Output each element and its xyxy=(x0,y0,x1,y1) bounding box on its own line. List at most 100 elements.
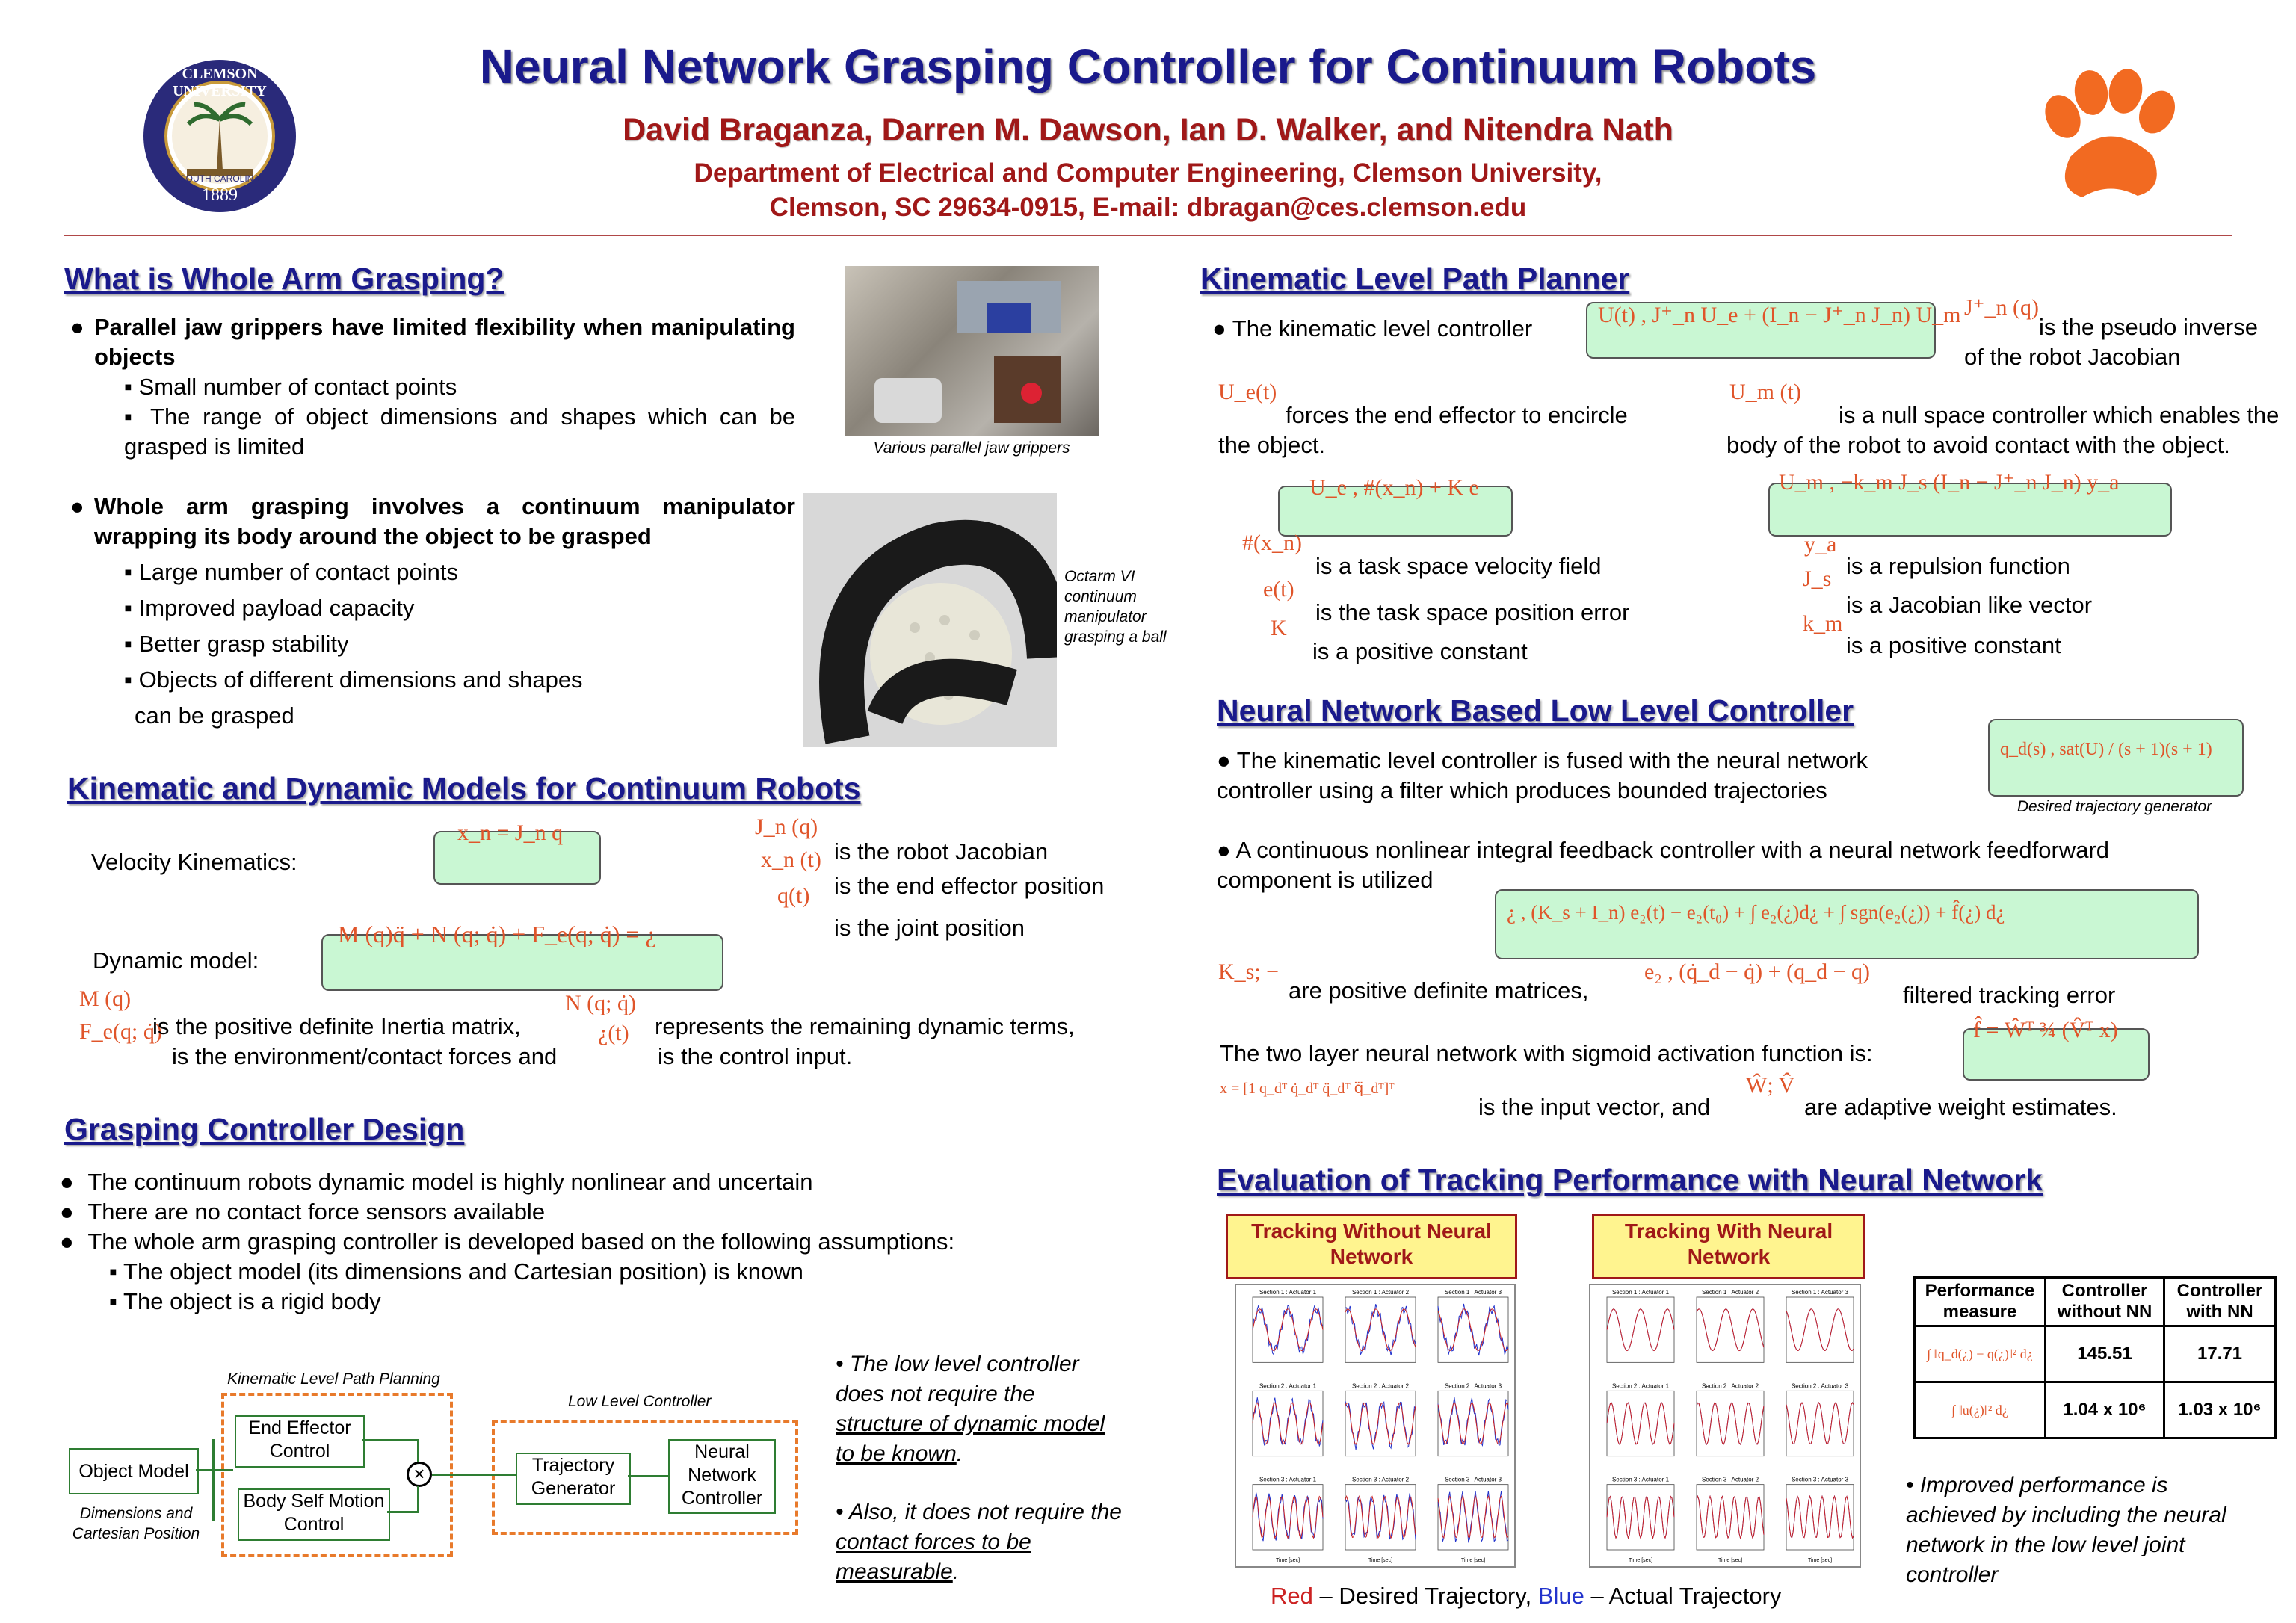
nn-integral-text: ● A continuous nonlinear integral feedba… xyxy=(1217,837,2109,893)
plot-axes xyxy=(1345,1484,1416,1551)
grasping-note-1: • The low level controller does not requ… xyxy=(836,1352,1105,1466)
x-desc: is the input vector, and xyxy=(1478,1094,1711,1120)
desired-trajectory-line xyxy=(1437,1494,1509,1539)
plot-xlabel: Time [sec] xyxy=(1368,1558,1392,1563)
plot-title: Section 3 : Actuator 2 xyxy=(1702,1477,1759,1483)
desired-trajectory-line xyxy=(1696,1402,1765,1445)
plot-title: Section 2 : Actuator 3 xyxy=(1792,1382,1849,1389)
gripper-caption: Various parallel jaw grippers xyxy=(873,439,1070,457)
end-effector-box: End Effector Control xyxy=(235,1415,365,1468)
authors: David Braganza, Darren M. Dawson, Ian D.… xyxy=(623,112,1673,148)
actual-trajectory-line xyxy=(1437,1303,1509,1356)
plot-title: Section 2 : Actuator 2 xyxy=(1702,1382,1759,1389)
bullet-stability: Better grasp stability xyxy=(138,631,349,657)
grasping-note-2: • Also, it does not require the contact … xyxy=(836,1500,1122,1584)
filter-caption: Desired trajectory generator xyxy=(2016,798,2212,815)
km-desc: is a positive constant xyxy=(1846,632,2061,658)
plot-title: Section 2 : Actuator 2 xyxy=(1352,1382,1410,1389)
plot-axes xyxy=(1345,1390,1416,1457)
sym-k: K xyxy=(1271,616,1287,640)
bullet-large-contact: Large number of contact points xyxy=(138,559,458,585)
sym-jn-plus: J⁺_n (q) xyxy=(1964,295,2039,320)
sym-mq: M (q) xyxy=(79,986,132,1011)
plot-axes xyxy=(1345,1296,1416,1363)
section-title-grasping: Grasping Controller Design xyxy=(64,1112,465,1146)
sym-ue: U_e(t) xyxy=(1218,380,1277,404)
plot-axes xyxy=(1786,1484,1854,1551)
bullet-no-sensors: There are no contact force sensors avail… xyxy=(87,1199,546,1225)
xn-desc: is the end effector position xyxy=(834,873,1105,899)
bullet-nonlinear: The continuum robots dynamic model is hi… xyxy=(87,1169,813,1195)
js-desc: is a Jacobian like vector xyxy=(1846,592,2093,618)
section-title-models: Kinematic and Dynamic Models for Continu… xyxy=(67,771,861,806)
plot-title: Section 3 : Actuator 2 xyxy=(1352,1477,1410,1483)
sum-junction-icon: × xyxy=(407,1462,432,1487)
plot-title: Section 1 : Actuator 2 xyxy=(1702,1289,1759,1296)
plot-axes xyxy=(1606,1484,1675,1551)
eq-filter-box xyxy=(1988,719,2244,797)
eq-nn: f̂ = Ŵᵀ ¾ (V̂ᵀ x) xyxy=(1973,1018,2118,1042)
plot-title: Section 1 : Actuator 1 xyxy=(1259,1289,1317,1296)
seal-year: 1889 xyxy=(202,185,238,205)
th-with: Controller with NN xyxy=(2163,1276,2277,1327)
section-title-whole-arm: What is Whole Arm Grasping? xyxy=(64,262,504,296)
plot-title: Section 1 : Actuator 2 xyxy=(1352,1289,1410,1296)
plot-title: Section 3 : Actuator 3 xyxy=(1792,1477,1849,1483)
low-level-label: Low Level Controller xyxy=(568,1393,712,1410)
section-title-neural-controller: Neural Network Based Low Level Controlle… xyxy=(1217,693,1854,728)
th-without: Controller without NN xyxy=(2044,1276,2165,1327)
clemson-seal xyxy=(142,58,297,214)
e2-desc: filtered tracking error xyxy=(1903,982,2116,1008)
object-model-box: Object Model xyxy=(69,1448,199,1494)
bullet-object-model: The object model (its dimensions and Car… xyxy=(123,1258,803,1285)
bullet-small-contact: Small number of contact points xyxy=(138,374,457,400)
sym-w: Ŵ; V̂ xyxy=(1746,1073,1795,1098)
octarm-caption: Octarm VI continuum manipulator grasping… xyxy=(1064,568,1167,646)
desired-trajectory-line xyxy=(1345,1402,1416,1445)
sym-tau: ¿(t) xyxy=(598,1021,629,1045)
sym-jn: J_n (q) xyxy=(755,814,818,839)
eq-velocity-box xyxy=(433,831,601,885)
arrow-bsm-sum xyxy=(387,1511,419,1513)
sym-qt: q(t) xyxy=(777,883,810,908)
desired-trajectory-line xyxy=(1606,1308,1675,1352)
desired-trajectory-line xyxy=(1786,1308,1854,1352)
arrow-split-top-v xyxy=(212,1439,215,1521)
sym-xn: x_n (t) xyxy=(761,847,821,872)
plots-without-nn: Section 1 : Actuator 1 Section 1 : Actuat… xyxy=(1235,1284,1516,1568)
eq-dynamic: M (q)q̈ + N (q; q̇) + F_e(q; q̇) = ¿ xyxy=(338,921,656,947)
arrow-bsm-sum-v xyxy=(417,1486,419,1512)
desired-trajectory-line xyxy=(1345,1494,1416,1539)
nn-sigmoid-text: The two layer neural network with sigmoi… xyxy=(1220,1040,1873,1066)
bullet-payload: Improved payload capacity xyxy=(138,595,415,621)
desired-trajectory-line xyxy=(1606,1495,1675,1539)
mq-desc: is the positive definite Inertia matrix, xyxy=(152,1013,521,1039)
plot-title: Section 1 : Actuator 3 xyxy=(1792,1289,1849,1296)
ya-desc: is a repulsion function xyxy=(1846,553,2070,579)
header-divider xyxy=(64,235,2232,236)
arrow-obj-split xyxy=(196,1469,233,1471)
um-desc: is a null space controller which enables… xyxy=(1726,402,2280,458)
plot-xlabel: Time [sec] xyxy=(1461,1558,1485,1563)
row2-measure: ∫ ‖u(¿)‖² d¿ xyxy=(1913,1381,2046,1439)
th-measure: Performance measure xyxy=(1913,1276,2046,1327)
row1-without: 145.51 xyxy=(2044,1325,2165,1383)
plot-axes xyxy=(1696,1390,1765,1457)
eq-nn-box xyxy=(1963,1028,2150,1081)
sym-ya: y_a xyxy=(1804,532,1837,557)
plot-title: Section 1 : Actuator 1 xyxy=(1612,1289,1670,1296)
sym-km: k_m xyxy=(1803,611,1843,636)
ks-desc: are positive definite matrices, xyxy=(1289,977,1589,1004)
jn-desc: is the robot Jacobian xyxy=(834,838,1049,865)
nq-desc: represents the remaining dynamic terms, xyxy=(655,1013,1075,1039)
desired-trajectory-line xyxy=(1696,1494,1765,1539)
bullet-objects-cont: can be grasped xyxy=(135,702,294,729)
plot-axes xyxy=(1437,1296,1509,1363)
bullet-whole-arm: ● Whole arm grasping involves a continuu… xyxy=(70,492,795,731)
desired-trajectory-line xyxy=(1606,1402,1675,1445)
sym-js: J_s xyxy=(1803,566,1832,591)
eq-velocity: x_n = J_n q xyxy=(457,820,564,845)
seal-text-top: CLEMSON UNIVERSITY xyxy=(173,66,267,99)
eq-um: U_m , −k_m J_s (I_n − J⁺_n J_n) y_a xyxy=(1779,470,2120,495)
eq-filter: q_d(s) , sat(U) / (s + 1)(s + 1) xyxy=(2000,740,2212,759)
